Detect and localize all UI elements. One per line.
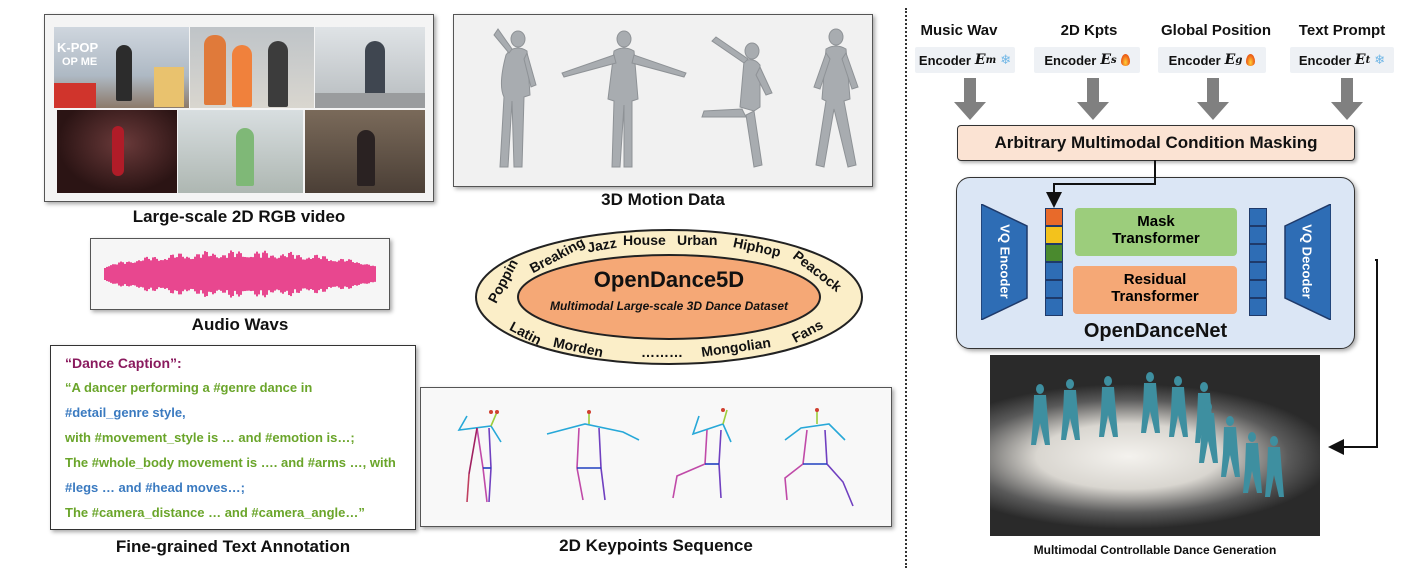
genre-ellipsis: ……… <box>641 344 683 360</box>
encoder-label-music: Music Wav <box>920 22 998 39</box>
condition-masking-box: Arbitrary Multimodal Condition Masking <box>957 125 1355 161</box>
encoder-label-kpts: 2D Kpts <box>1060 22 1118 39</box>
genre-house: House <box>623 232 666 248</box>
token-blue-2 <box>1045 280 1063 298</box>
token-blue-3 <box>1045 298 1063 316</box>
dancer-sequence <box>1031 372 1284 497</box>
output-token-4 <box>1249 262 1267 280</box>
condition-masking-label: Arbitrary Multimodal Condition Masking <box>994 133 1318 152</box>
video-frame-trio <box>190 27 314 108</box>
output-token-1 <box>1249 208 1267 226</box>
motion-panel <box>453 14 873 187</box>
opendancenet-label: OpenDanceNet <box>1083 320 1228 342</box>
video-caption: Large-scale 2D RGB video <box>132 207 346 226</box>
encoder-sub-global: g <box>1235 54 1243 66</box>
encoder-sub-music: m <box>985 54 997 66</box>
keypoint-skeletons <box>457 408 854 507</box>
caption-line-6: The #camera_distance … and #camera_angle… <box>65 505 365 520</box>
token-yellow <box>1045 226 1063 244</box>
residual-transformer-line-1: Residual <box>1123 271 1187 288</box>
section-divider <box>905 8 907 568</box>
caption-line-4: The #whole_body movement is …. and #arms… <box>65 455 396 470</box>
video-frame-ballet <box>57 110 177 193</box>
vq-encoder <box>981 204 1028 320</box>
fire-icon <box>1246 54 1256 66</box>
encoder-sub-kpts: s <box>1111 54 1117 66</box>
output-token-3 <box>1249 244 1267 262</box>
video-tile-text-1: K-POP <box>57 40 99 55</box>
keypoints-caption: 2D Keypoints Sequence <box>559 536 753 555</box>
vq-decoder <box>1284 204 1331 320</box>
rgb-video-panel: K-POP OP ME <box>44 14 434 202</box>
flow-arrows <box>1046 160 1378 455</box>
audio-waveform <box>104 250 376 298</box>
mask-transformer-line-2: Transformer <box>1112 230 1200 247</box>
encoder-label-global: Global Position <box>1160 22 1271 39</box>
video-frame-street <box>315 27 425 108</box>
caption-line-1: “A dancer performing a #genre dance in <box>65 380 313 395</box>
fire-icon <box>1120 54 1130 66</box>
text-caption: Fine-grained Text Annotation <box>115 537 351 556</box>
residual-transformer-line-2: Transformer <box>1111 288 1199 305</box>
audio-panel <box>90 238 390 310</box>
video-tile-text-2: OP ME <box>62 56 98 68</box>
encoder-symbol-kpts: E <box>1100 52 1112 68</box>
caption-title: “Dance Caption”: <box>65 355 182 371</box>
dataset-ellipse: OpenDance5D Multimodal Large-scale 3D Da… <box>473 227 865 368</box>
mask-transformer-box: Mask Transformer <box>1075 208 1237 256</box>
keypoints-panel <box>420 387 892 527</box>
snowflake-icon: ❄ <box>1000 52 1012 67</box>
encoder-symbol-music: E <box>974 52 986 68</box>
audio-caption: Audio Wavs <box>191 315 289 334</box>
caption-line-3: with #movement_style is … and #emotion i… <box>65 430 355 445</box>
encoder-symbol-global: E <box>1224 52 1236 68</box>
encoder-arrows <box>954 78 1363 120</box>
encoder-sub-text: t <box>1365 54 1371 66</box>
genre-urban: Urban <box>677 232 718 248</box>
video-frame-hiphop <box>305 110 425 193</box>
output-token-6 <box>1249 298 1267 316</box>
token-orange <box>1045 208 1063 226</box>
vq-encoder-label: VQ Encoder <box>997 224 1013 299</box>
caption-line-5: #legs … and #head moves…; <box>65 480 245 495</box>
snowflake-icon: ❄ <box>1374 52 1386 67</box>
mask-transformer-line-1: Mask <box>1137 213 1175 230</box>
dataset-subtitle: Multimodal Large-scale 3D Dance Dataset <box>549 299 789 313</box>
encoder-symbol-text: E <box>1354 52 1366 68</box>
motion-caption: 3D Motion Data <box>601 190 725 209</box>
dataset-name: OpenDance5D <box>593 267 745 292</box>
output-caption: Multimodal Controllable Dance Generation <box>1033 543 1277 557</box>
residual-transformer-box: Residual Transformer <box>1073 266 1237 314</box>
caption-line-2: #detail_genre style, <box>65 405 186 420</box>
token-blue-1 <box>1045 262 1063 280</box>
encoder-label-text: Text Prompt <box>1298 22 1386 39</box>
video-frame-kpop: K-POP OP ME <box>54 27 189 108</box>
output-token-5 <box>1249 280 1267 298</box>
output-token-2 <box>1249 226 1267 244</box>
video-frame-classical <box>178 110 303 193</box>
token-green <box>1045 244 1063 262</box>
generated-dance-render <box>990 355 1320 536</box>
text-annotation-panel: “Dance Caption”: “A dancer performing a … <box>50 345 416 530</box>
mesh-figures <box>493 28 859 168</box>
